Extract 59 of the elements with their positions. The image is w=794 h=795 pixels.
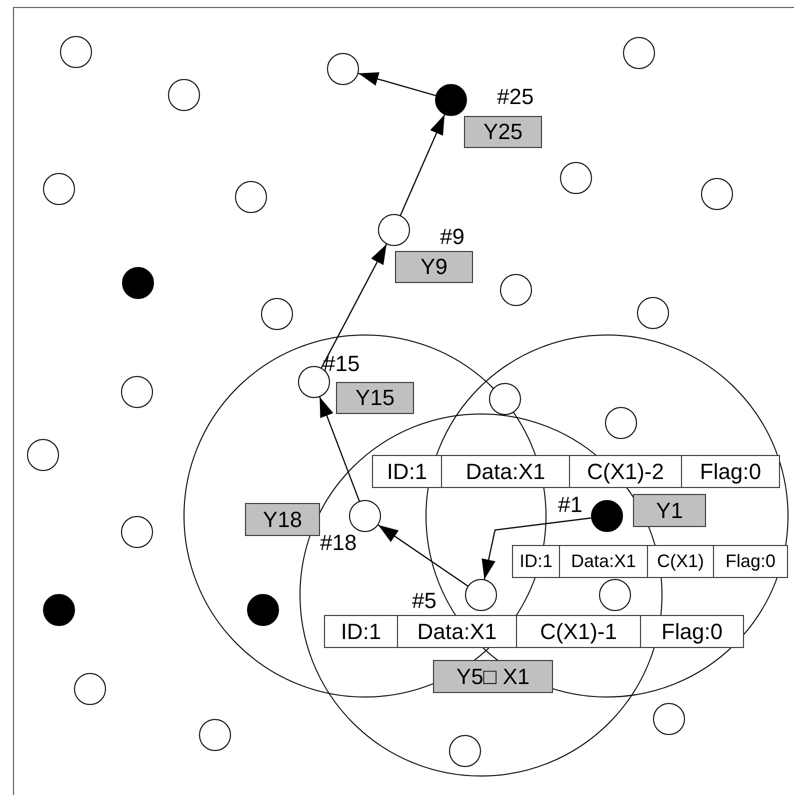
sensor-node — [560, 162, 592, 194]
packet-field: ID:1 — [324, 615, 398, 648]
node-number: #5 — [412, 590, 436, 612]
sensor-node — [500, 274, 532, 306]
sensor-node — [591, 500, 623, 532]
sensor-node — [623, 37, 655, 69]
sensor-node — [27, 439, 59, 471]
packet-field: C(X1) — [647, 545, 714, 578]
sensor-node — [349, 500, 381, 532]
sensor-node — [449, 735, 481, 767]
sensor-node — [599, 579, 631, 611]
sensor-node — [701, 178, 733, 210]
node-number: #9 — [440, 226, 464, 248]
value-label-box: Y15 — [336, 382, 414, 414]
arrow — [378, 524, 468, 586]
sensor-node — [199, 719, 231, 751]
node-number: #25 — [497, 86, 534, 108]
packet-field: Data:X1 — [441, 455, 570, 488]
sensor-node — [43, 594, 75, 626]
packet-field: Data:X1 — [559, 545, 648, 578]
sensor-node — [43, 173, 75, 205]
sensor-node — [235, 181, 267, 213]
arrow — [358, 72, 436, 96]
arrow — [482, 517, 592, 580]
value-label-box: Y1 — [633, 494, 706, 527]
sensor-node — [74, 673, 106, 705]
sensor-node — [653, 703, 685, 735]
packet-field: Flag:0 — [640, 615, 744, 648]
arrow — [319, 396, 360, 502]
sensor-node — [60, 36, 92, 68]
sensor-node — [327, 53, 359, 85]
sensor-node — [122, 267, 154, 299]
sensor-node — [168, 79, 200, 111]
sensor-node — [435, 84, 467, 116]
sensor-node — [605, 407, 637, 439]
value-label-box: Y9 — [395, 251, 473, 283]
packet-field: Data:X1 — [397, 615, 517, 648]
sensor-node — [378, 214, 410, 246]
arrow — [320, 244, 388, 368]
sensor-node — [261, 298, 293, 330]
sensor-node — [121, 376, 153, 408]
value-label-box: Y5□ X1 — [433, 660, 553, 693]
packet-field: Flag:0 — [681, 455, 780, 488]
sensor-node — [121, 516, 153, 548]
node-number: #15 — [323, 353, 360, 375]
node-number: #1 — [558, 494, 582, 516]
value-label-box: Y25 — [464, 116, 542, 148]
packet-field: Flag:0 — [713, 545, 788, 578]
packet-field: C(X1)-2 — [569, 455, 682, 488]
node-number: #18 — [320, 532, 357, 554]
value-label-box: Y18 — [245, 503, 320, 536]
arrow — [400, 114, 446, 216]
sensor-node — [465, 579, 497, 611]
sensor-node — [489, 383, 521, 415]
sensor-node — [247, 594, 279, 626]
packet-field: ID:1 — [512, 545, 560, 578]
packet-field: C(X1)-1 — [516, 615, 641, 648]
packet-field: ID:1 — [372, 455, 442, 488]
sensor-node — [637, 297, 669, 329]
